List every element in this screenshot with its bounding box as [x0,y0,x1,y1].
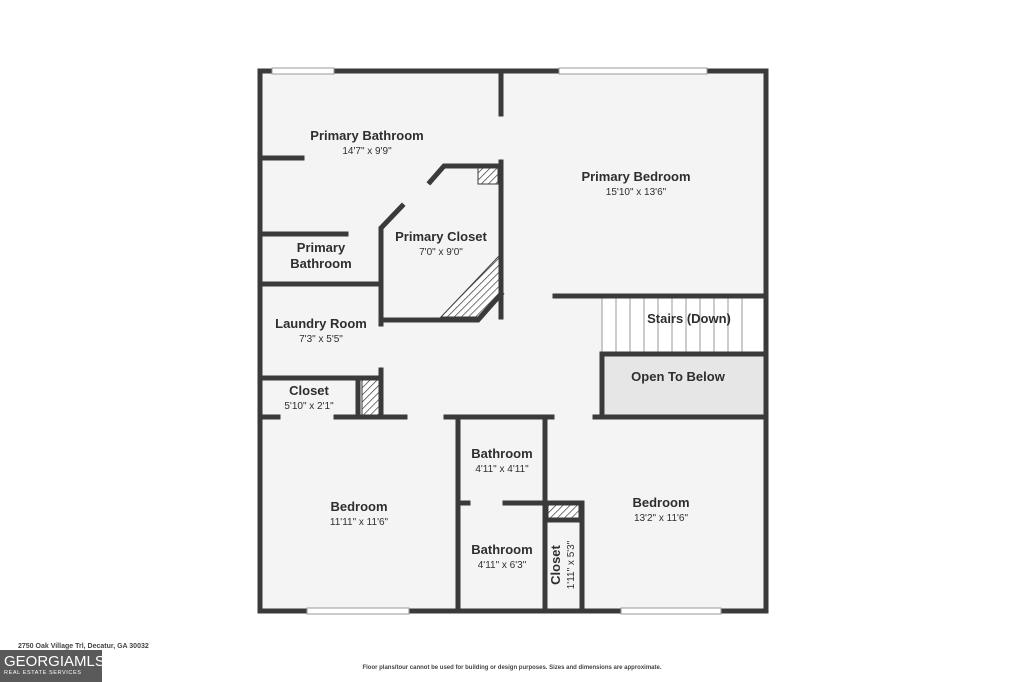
bedroom-right-dims: 13'2" x 11'6" [634,513,689,524]
logo-main-text: GEORGIAMLS [4,653,105,670]
bathroom-lower-name: Bathroom [471,542,532,557]
primary-bathroom-name: Primary Bathroom [310,128,423,143]
bathroom-upper-name: Bathroom [471,446,532,461]
bedroom-right-name: Bedroom [632,495,689,510]
closet-hatch-right [547,503,580,519]
walls [257,68,769,614]
primary-bathroom-2-name-line2: Bathroom [290,256,351,271]
bathroom-lower-dims: 4'11" x 6'3" [478,560,527,571]
laundry-room-dims: 7'3" x 5'5" [299,334,343,345]
primary-closet-name: Primary Closet [395,229,487,244]
windows [271,67,722,615]
bathroom-upper-dims: 4'11" x 4'11" [475,464,529,475]
stairs-name: Stairs (Down) [647,311,731,326]
closet-vertical-dims: 1'11" x 5'3" [566,540,577,589]
closet-small-dims: 5'10" x 2'1" [284,401,334,412]
closet-small-name: Closet [289,383,329,398]
bedroom-left-name: Bedroom [330,499,387,514]
georgia-mls-logo: GEORGIAMLS REAL ESTATE SERVICES [0,650,105,682]
logo-sub-text: REAL ESTATE SERVICES [4,670,82,676]
open-to-below-area [605,356,764,415]
primary-bathroom-dims: 14'7" x 9'9" [342,146,392,157]
closet-vertical-name: Closet [548,544,563,584]
primary-bedroom-name: Primary Bedroom [581,169,690,184]
closet-hatch-small [477,167,499,185]
primary-bedroom-dims: 15'10" x 13'6" [606,187,667,198]
laundry-room-name: Laundry Room [275,316,367,331]
primary-bathroom-2-name-line1: Primary [297,240,346,255]
primary-closet-dims: 7'0" x 9'0" [419,247,463,258]
open-to-below-name: Open To Below [631,369,726,384]
bedroom-left-dims: 11'11" x 11'6" [330,517,389,528]
disclaimer-text: Floor plans/tour cannot be used for buil… [362,665,662,671]
stairs-treads [601,297,765,354]
property-address: 2750 Oak Village Trl, Decatur, GA 30032 [18,643,149,650]
closet-hatch-left [361,379,380,416]
